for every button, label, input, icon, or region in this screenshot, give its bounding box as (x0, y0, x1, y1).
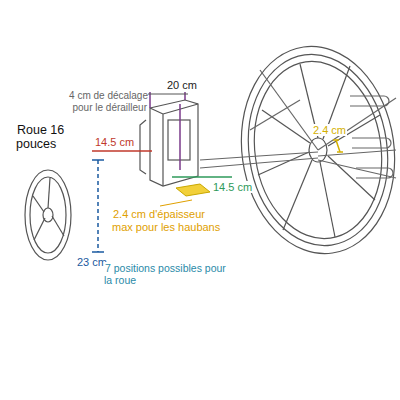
label-text: 14.5 cm (212, 181, 253, 193)
big-wheel (228, 36, 400, 263)
label-text: 14.5 cm (94, 136, 135, 148)
dimension-label: 2.4 cm (312, 124, 356, 137)
trailer-frame (200, 70, 396, 178)
label-text: 7 positions possibles pour la roue (104, 262, 226, 286)
label-text: 4 cm de décalage pour le dérailleur (68, 90, 148, 113)
positions-note: 7 positions possibles pour la roue (104, 262, 228, 286)
offset-note: 4 cm de décalage pour le dérailleur (50, 90, 148, 113)
small-wheel (25, 170, 71, 260)
label-text: 2.4 cm d'épaisseur max pour les haubans (112, 208, 221, 233)
label-text: 2.4 cm (312, 124, 347, 136)
hitch-bracket (140, 100, 198, 186)
wheel-size-label: Roue 16 pouces (16, 123, 76, 152)
dimension-label: 20 cm (166, 79, 206, 92)
dimension-label: 14.5 cm (212, 181, 262, 194)
stay-thickness-note: 2.4 cm d'épaisseur max pour les haubans (112, 208, 224, 233)
label-text: Roue 16 pouces (16, 123, 64, 151)
dimension-label: 14.5 cm (94, 136, 144, 149)
dimension-lines (92, 92, 343, 252)
label-text: 20 cm (166, 79, 198, 91)
